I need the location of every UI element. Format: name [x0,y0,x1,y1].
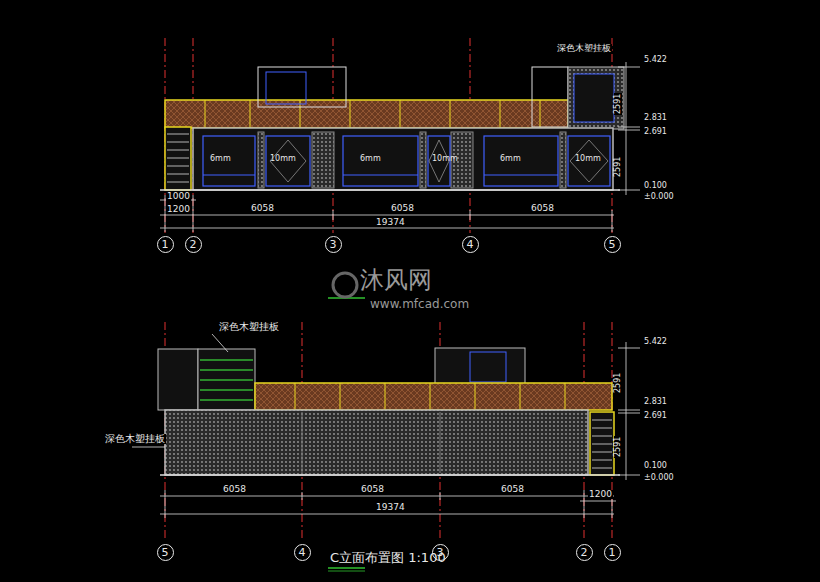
dimension: 2591 [614,93,622,115]
axis-bubble: 1 [604,544,621,561]
elevation-mark: 5.422 [644,56,667,64]
dimension: 2591 [614,436,622,458]
axis-number: 5 [162,547,169,558]
elevation-mark: 5.422 [644,338,667,346]
axis-number: 2 [190,239,197,250]
axis-bubble: 2 [576,544,593,561]
watermark: 沐风网 [360,268,432,292]
axis-bubble: 5 [157,544,174,561]
axis-bubble: 2 [185,236,202,253]
elevation-mark: 2.831 [644,398,667,406]
glass-note: 10mm [270,155,296,163]
elevation-mark: ±0.000 [644,193,674,201]
glass-note: 6mm [500,155,521,163]
axis-bubble: 1 [157,236,174,253]
glass-note: 10mm [432,155,458,163]
dimension: 6058 [250,204,275,213]
axis-bubble: 3 [325,236,342,253]
dimension: 1200 [166,205,191,214]
elevation-mark: ±0.000 [644,474,674,482]
elevation-mark: 2.831 [644,114,667,122]
axis-number: 2 [581,547,588,558]
glass-note: 6mm [210,155,231,163]
dimension: 6058 [500,485,525,494]
axis-bubble: 4 [294,544,311,561]
dimension: 6058 [390,204,415,213]
dimension: 1000 [166,192,191,201]
material-note: 深色木塑挂板 [218,322,280,332]
dimension: 6058 [360,485,385,494]
axis-bubble: 4 [462,236,479,253]
axis-number: 4 [299,547,306,558]
elevation-mark: 2.691 [644,128,667,136]
watermark: www.mfcad.com [370,298,469,310]
dimension: 6058 [222,485,247,494]
dimension: 6058 [530,204,555,213]
dimension: 19374 [375,218,406,227]
axis-number: 4 [467,239,474,250]
axis-bubble: 5 [604,236,621,253]
elevation-mark: 0.100 [644,182,667,190]
axis-number: 1 [609,547,616,558]
material-note: 深色木塑挂板 [104,434,166,444]
axis-number: 1 [162,239,169,250]
dimension: 19374 [375,503,406,512]
axis-number: 3 [330,239,337,250]
glass-note: 10mm [575,155,601,163]
glass-note: 6mm [360,155,381,163]
material-note: 深色木塑挂板 [556,44,612,53]
dimension: 2591 [614,156,622,178]
dimension: 2591 [614,372,622,394]
axis-number: 5 [609,239,616,250]
drawing-caption: C立面布置图 1:100 [330,549,446,567]
elevation-mark: 2.691 [644,412,667,420]
elevation-mark: 0.100 [644,462,667,470]
dimension: 1200 [588,490,613,499]
